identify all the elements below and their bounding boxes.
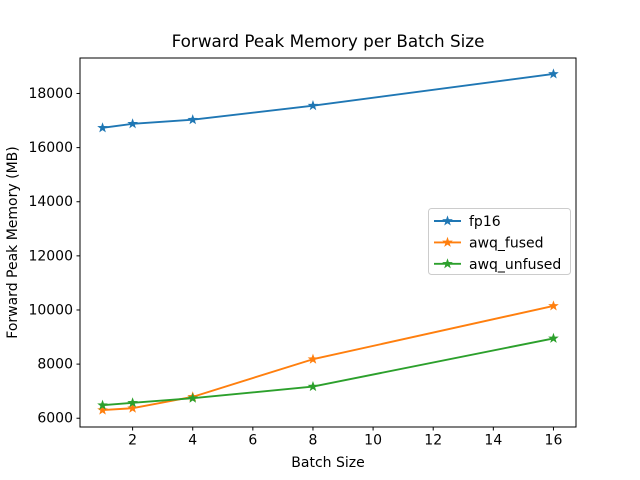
y-tick-label: 18000: [28, 86, 73, 102]
series-line-awq_unfused: [101, 337, 555, 407]
x-tick-label: 16: [545, 433, 563, 449]
x-axis-label: Batch Size: [291, 455, 364, 471]
y-tick-label: 12000: [28, 248, 73, 264]
y-axis-label: Forward Peak Memory (MB): [5, 146, 21, 338]
series-marker-awq_unfused: [548, 332, 559, 343]
y-tick-label: 10000: [28, 302, 73, 318]
legend-marker-fp16: [442, 215, 453, 226]
series-marker-awq_unfused: [127, 397, 138, 408]
legend-label-fp16: fp16: [469, 214, 501, 230]
x-tick-label: 10: [364, 433, 382, 449]
series-marker-fp16: [97, 122, 108, 133]
series-marker-awq_fused: [127, 402, 138, 413]
series-line-fp16: [101, 73, 555, 129]
chart-title: Forward Peak Memory per Batch Size: [172, 31, 485, 51]
y-tick-label: 16000: [28, 140, 73, 156]
series-marker-awq_unfused: [187, 392, 199, 403]
x-tick-label: 12: [424, 433, 442, 449]
legend-marker-awq_fused: [442, 236, 453, 247]
x-tick-label: 8: [309, 433, 318, 449]
x-tick-label: 6: [248, 433, 257, 449]
y-tick-label: 6000: [37, 411, 73, 427]
plot-frame: [79, 57, 577, 428]
legend-marker-awq_unfused: [442, 258, 453, 269]
series-marker-awq_fused: [307, 353, 319, 364]
x-tick-label: 14: [484, 433, 502, 449]
series-line-awq_fused: [101, 304, 555, 412]
y-tick-label: 8000: [37, 357, 73, 373]
x-tick-label: 2: [128, 433, 137, 449]
series-marker-fp16: [548, 68, 559, 79]
legend-box: [428, 208, 571, 275]
x-tick-label: 4: [188, 433, 197, 449]
series-marker-fp16: [187, 114, 199, 125]
series-marker-awq_fused: [97, 404, 108, 415]
legend-label-awq_unfused: awq_unfused: [469, 257, 561, 273]
series-marker-fp16: [127, 118, 138, 129]
series-marker-awq_fused: [548, 300, 559, 311]
series-marker-awq_unfused: [307, 380, 319, 392]
series-marker-fp16: [307, 100, 319, 111]
y-tick-label: 14000: [28, 194, 73, 210]
series-marker-awq_unfused: [97, 399, 108, 410]
plot-area: 2 4 6 8 10 12 14 16 6000 8000 10000 12000 14000 16000…: [28, 57, 577, 449]
legend-label-awq_fused: awq_fused: [469, 235, 544, 251]
